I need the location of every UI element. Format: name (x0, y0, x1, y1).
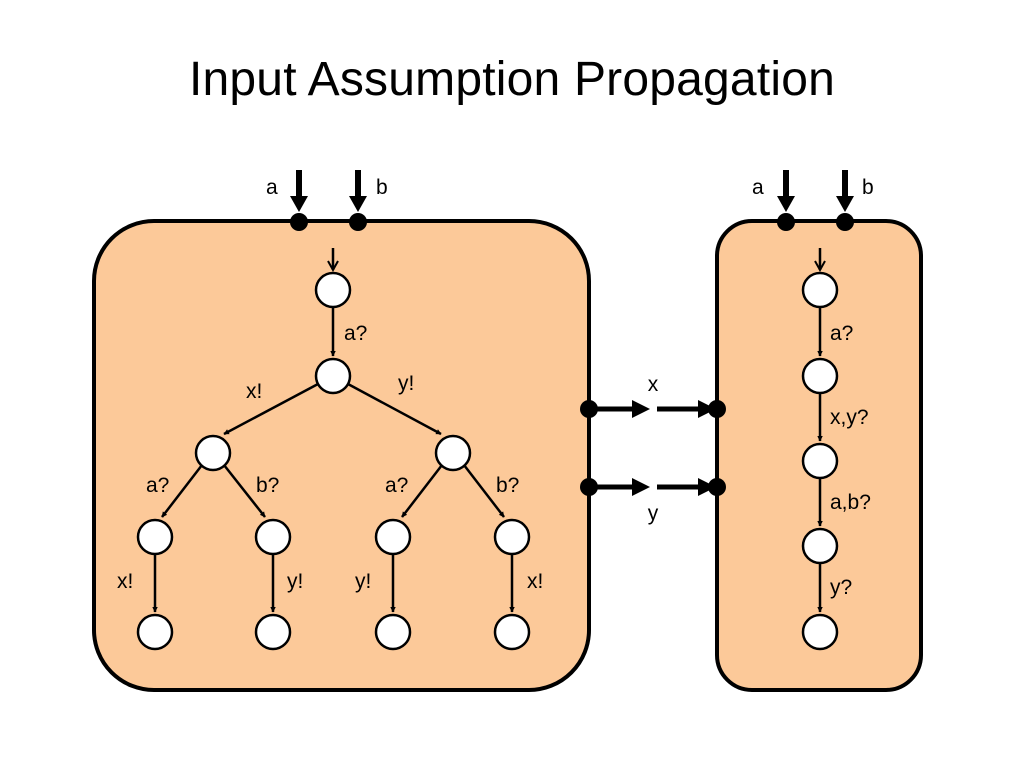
label-leaf-4: x! (527, 570, 543, 593)
left-tree-labels: a? x! y! a? b? a? b? x! y! y! x! (117, 322, 543, 593)
edge-left-to-ll (161, 464, 203, 518)
right-input-b: b (836, 170, 874, 231)
chain-state-5 (801, 613, 839, 651)
right-input-a-label: a (752, 176, 764, 199)
state-right-branch (434, 434, 472, 472)
label-l1-right: y! (398, 372, 414, 395)
label-leaf-3: y! (355, 570, 371, 593)
state-lr (254, 518, 292, 556)
left-tree-edges (152, 248, 515, 613)
connection-x: x (580, 373, 726, 418)
state-left-branch (194, 434, 232, 472)
chain-state-3 (801, 442, 839, 480)
label-l1-left: x! (246, 380, 262, 403)
left-component-box (92, 219, 591, 692)
right-chain-states (801, 271, 839, 651)
page-title: Input Assumption Propagation (188, 53, 836, 106)
state-leaf-2 (254, 613, 292, 651)
label-root-to-l1: a? (344, 322, 367, 345)
connection-y-label: y (648, 502, 659, 525)
state-leaf-1 (136, 613, 174, 651)
label-leaf-1: x! (117, 570, 133, 593)
right-input-b-label: b (862, 176, 874, 199)
state-leaf-3 (374, 613, 412, 651)
edge-right-to-rl (401, 464, 443, 518)
edge-right-to-rr (463, 464, 505, 518)
left-input-a: a (266, 170, 308, 231)
label-left-branch-left: a? (146, 474, 169, 497)
left-input-b: b (349, 170, 388, 231)
state-ll (136, 518, 174, 556)
label-left-branch-right: b? (256, 474, 279, 497)
state-rl (374, 518, 412, 556)
state-leaf-4 (493, 613, 531, 651)
chain-state-1 (801, 271, 839, 309)
edge-l1-to-left (223, 382, 319, 436)
left-input-a-label: a (266, 176, 278, 199)
label-leaf-2: y! (287, 570, 303, 593)
state-rr (493, 518, 531, 556)
chain-state-4 (801, 527, 839, 565)
chain-label-2: x,y? (830, 406, 869, 429)
connection-x-label: x (648, 373, 659, 396)
state-root (314, 271, 352, 309)
chain-state-2 (801, 357, 839, 395)
edge-l1-to-right (347, 382, 442, 436)
state-level1 (314, 357, 352, 395)
chain-label-4: y? (830, 576, 852, 599)
right-chain-labels: a? x,y? a,b? y? (830, 322, 871, 599)
label-right-branch-right: b? (496, 474, 519, 497)
connection-y: y (580, 478, 726, 525)
label-right-branch-left: a? (385, 474, 408, 497)
left-input-b-label: b (376, 176, 388, 199)
edge-left-to-lr (223, 464, 266, 518)
right-input-a: a (752, 170, 795, 231)
chain-label-1: a? (830, 322, 853, 345)
chain-label-3: a,b? (830, 491, 871, 514)
left-tree-states (136, 271, 531, 651)
